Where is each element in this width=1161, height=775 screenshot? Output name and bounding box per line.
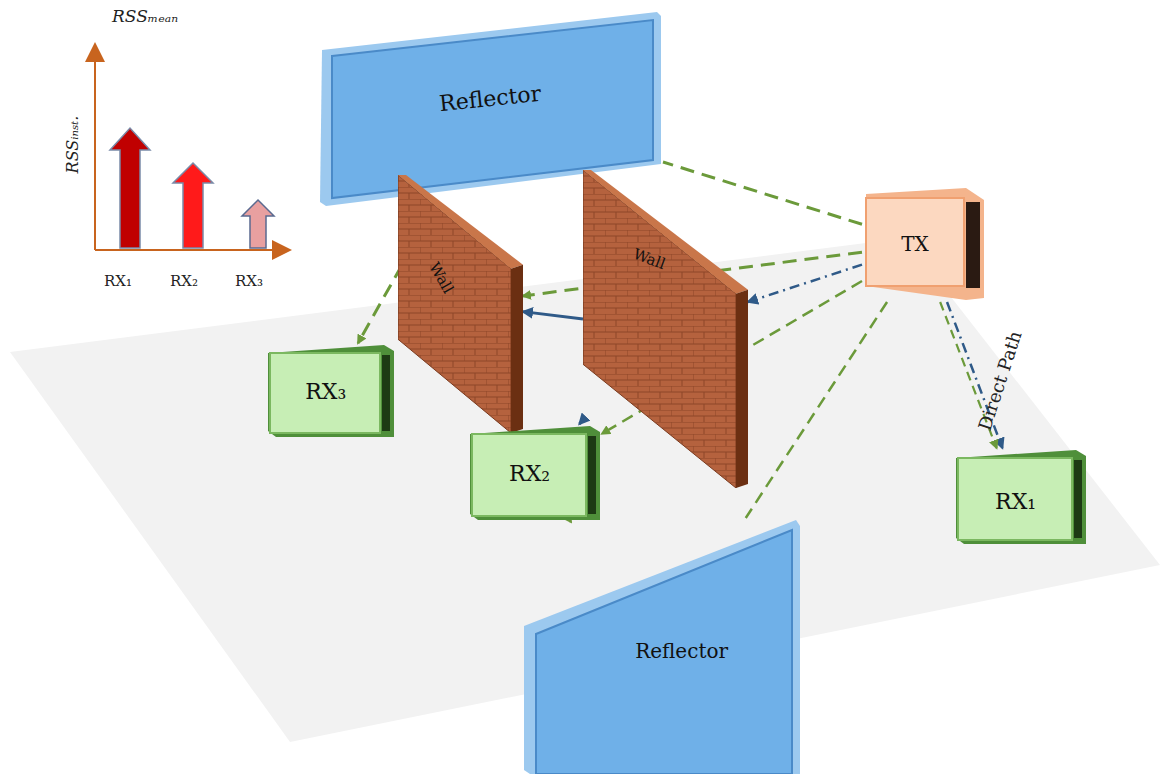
signal-path [748, 265, 862, 302]
axis-label: RSSᵢₙₛₜ. [63, 116, 82, 174]
node-label: RX₁ [995, 489, 1036, 514]
rss-bar [173, 163, 213, 248]
receiver-box: RX₁ [954, 448, 1088, 546]
reflector-panel: Reflector [318, 8, 663, 208]
receiver-box: RX₂ [468, 424, 602, 522]
reflector-panel: Reflector [522, 518, 802, 774]
signal-path [523, 312, 583, 319]
node-label: Reflector [635, 639, 728, 663]
chart-x-axis [95, 249, 282, 251]
transmitter-box: TX [862, 186, 988, 302]
chart-y-axis [94, 52, 96, 250]
node-label: TX [901, 232, 929, 256]
category-label: RX₃ [235, 272, 263, 290]
category-label: RX₂ [170, 272, 198, 290]
axis-label: RSSₘₑₐₙ [112, 6, 178, 26]
wall-block: Wall [583, 170, 748, 488]
node-label: RX₃ [305, 379, 346, 404]
category-label: RX₁ [104, 272, 132, 290]
rss-bar [110, 128, 150, 248]
node-outline [398, 175, 523, 433]
signal-path [663, 162, 862, 224]
node-outline [583, 170, 748, 488]
rss-bar [242, 200, 274, 248]
node-label: RX₂ [509, 461, 550, 486]
wall-block: Wall [398, 175, 523, 433]
receiver-box: RX₃ [266, 343, 396, 439]
signal-path [746, 302, 887, 518]
signal-path [579, 420, 583, 424]
